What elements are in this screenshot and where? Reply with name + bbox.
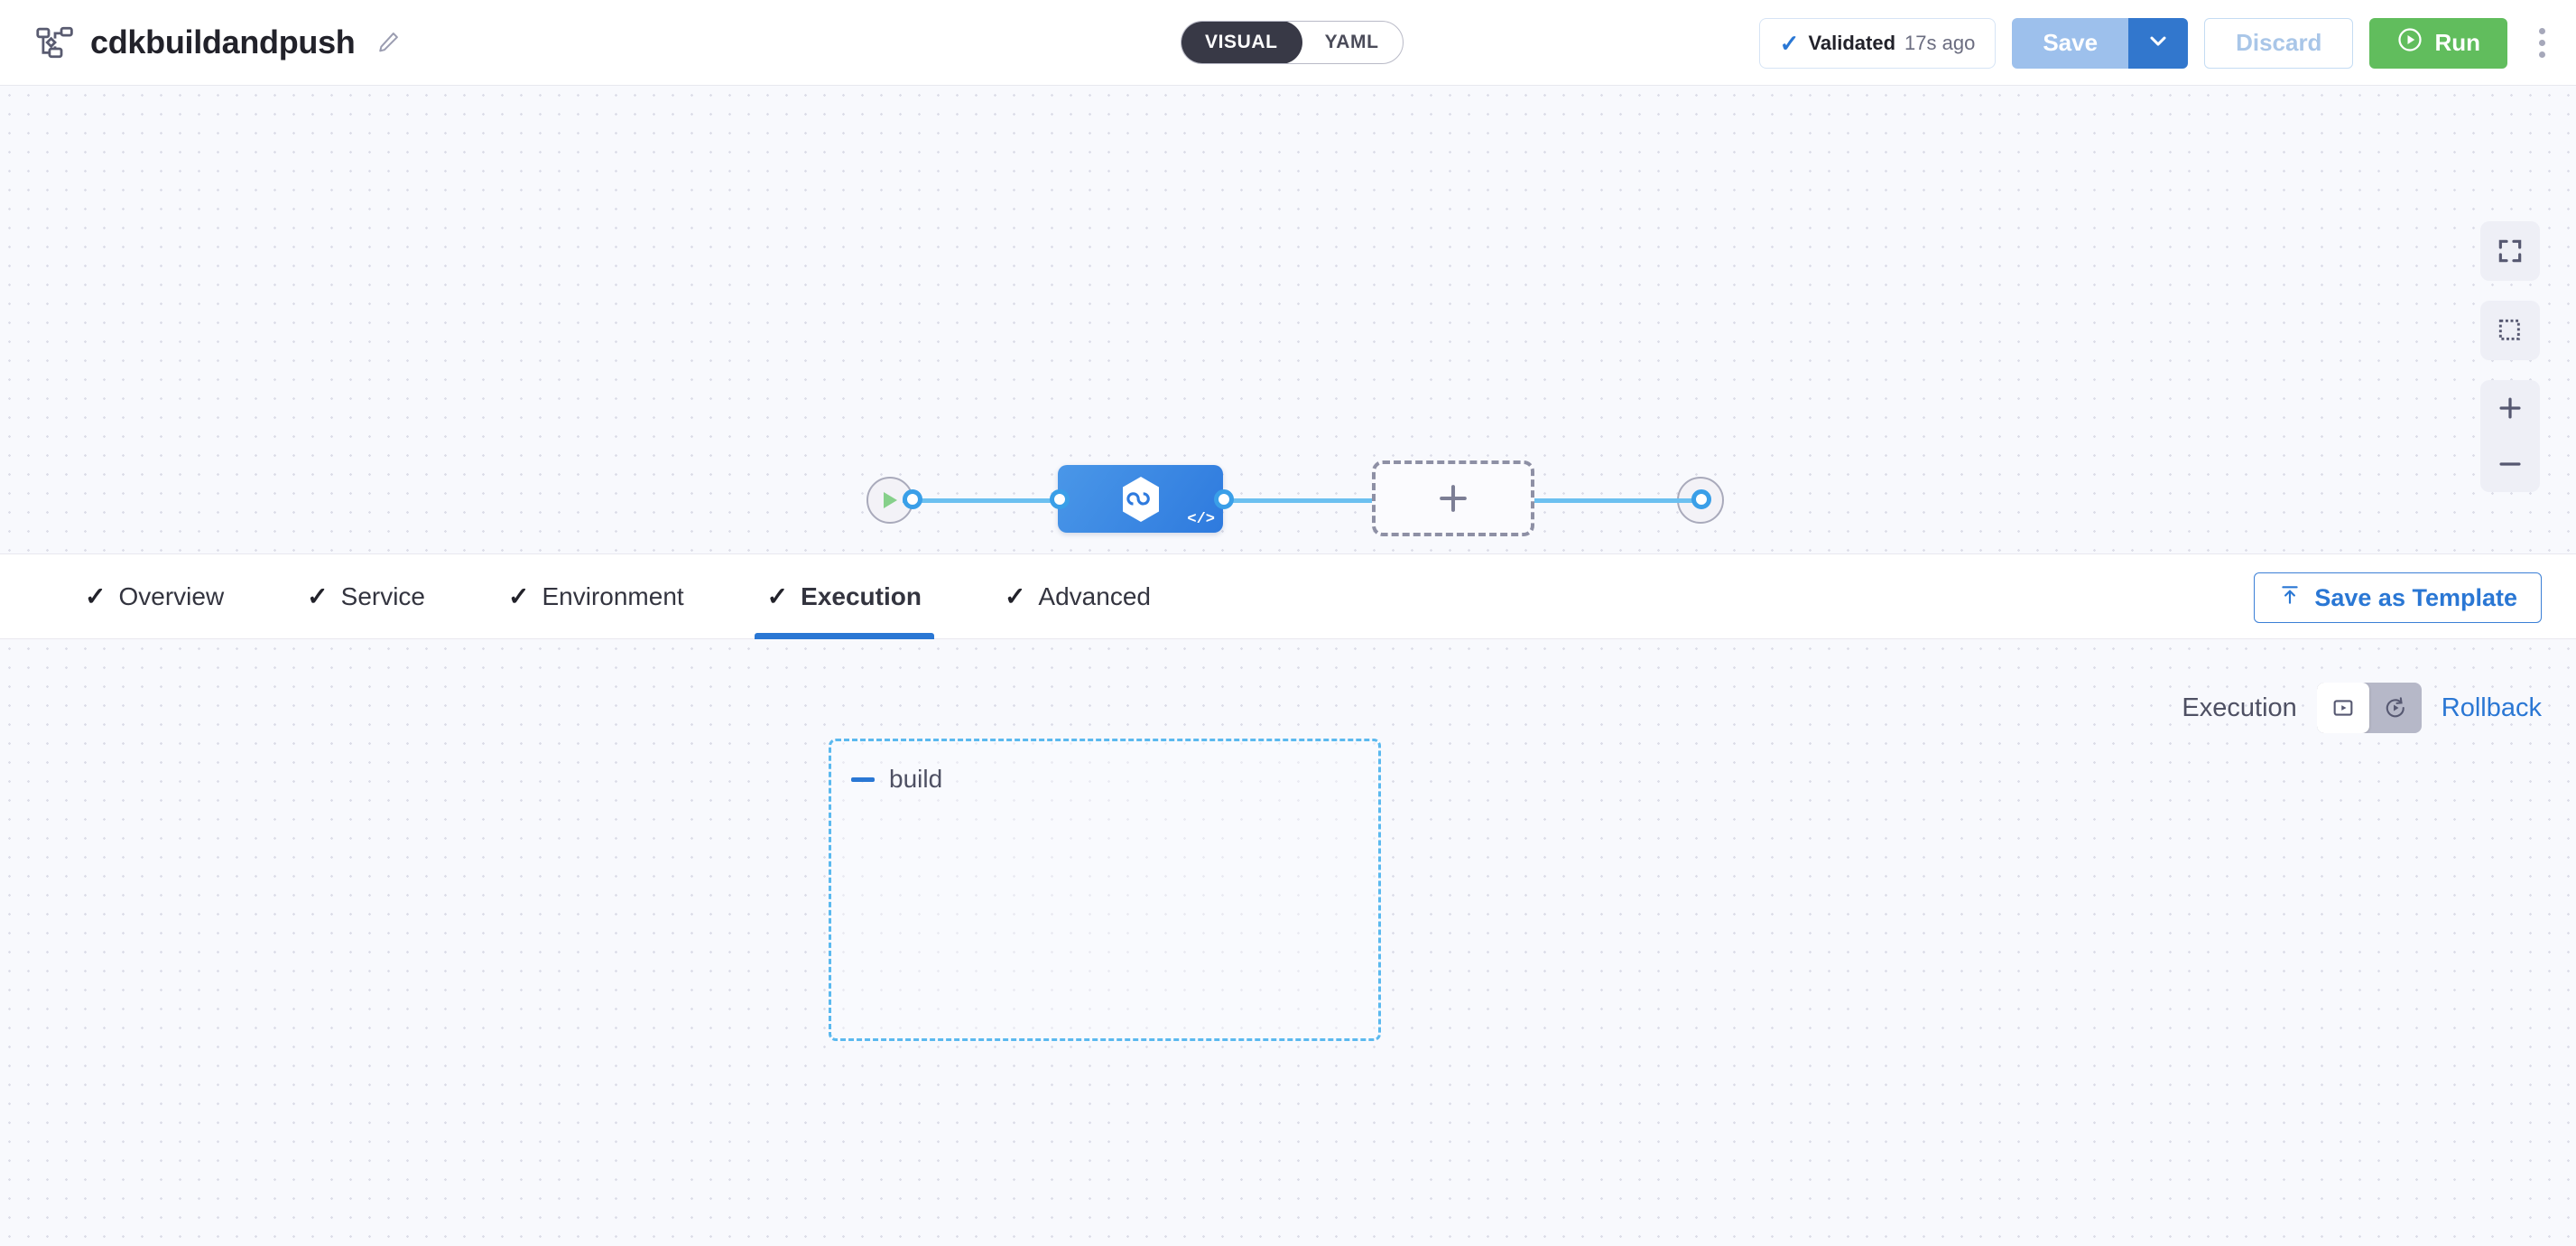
tab-visual[interactable]: VISUAL [1181,22,1302,63]
app-header: cdkbuildandpush VISUAL YAML ✓ Validated … [0,0,2576,86]
header-actions: ✓ Validated 17s ago Save Discard Run [1758,0,2560,86]
dashed-selection-icon [2498,319,2520,340]
execution-mode-row: Execution Rollback [2182,683,2542,733]
stage-output-port[interactable] [1214,489,1234,509]
minus-collapse-icon[interactable] [851,776,875,782]
edge-stage-to-addstage [1223,498,1372,503]
tab-execution[interactable]: ✓ Execution [726,554,963,639]
run-button[interactable]: Run [2369,17,2507,69]
rotate-play-icon [2386,697,2405,718]
play-circle-icon [2396,26,2423,60]
stage-code-badge: </> [1187,511,1215,528]
selection-box-button[interactable] [2480,301,2540,360]
plus-icon [1440,485,1467,512]
tab-overview[interactable]: ✓ Overview [43,554,265,639]
play-icon [884,492,897,508]
header-left-group: cdkbuildandpush [0,23,401,61]
tab-environment-label: Environment [542,581,684,610]
pipeline-config-tabs: ✓ Overview ✓ Service ✓ Environment ✓ Exe… [0,554,2576,639]
save-as-template-label: Save as Template [2314,583,2517,611]
stage-node-ckd[interactable]: </> [1058,465,1223,533]
tab-advanced[interactable]: ✓ Advanced [963,554,1192,639]
page-title: cdkbuildandpush [90,23,356,60]
step-group-name: build [889,765,943,793]
tab-service-label: Service [340,581,426,610]
more-vertical-icon[interactable] [2524,18,2560,69]
cd-infinity-hexagon-icon [1122,476,1159,522]
status-badge: ✓ Validated 17s ago [1758,17,1997,69]
save-as-template-button[interactable]: Save as Template [2254,572,2542,623]
tab-yaml[interactable]: YAML [1324,32,1379,52]
zoom-controls [2480,380,2540,492]
tab-execution-label: Execution [801,581,922,610]
plus-icon [2499,397,2521,419]
check-icon: ✓ [85,581,107,610]
rollback-view-button[interactable] [2369,683,2422,733]
play-in-box-icon [2333,700,2353,716]
zoom-in-button[interactable] [2480,380,2540,436]
check-icon: ✓ [766,581,789,610]
save-button[interactable]: Save [2012,17,2129,69]
rollback-link[interactable]: Rollback [2441,693,2542,722]
tab-advanced-label: Advanced [1038,581,1151,610]
pipeline-flow-icon [36,24,74,60]
upload-template-icon [2278,583,2302,613]
save-dropdown-button[interactable] [2128,17,2189,69]
zoom-out-button[interactable] [2480,436,2540,492]
tab-environment[interactable]: ✓ Environment [467,554,726,639]
tab-service[interactable]: ✓ Service [265,554,467,639]
stage-input-port[interactable] [1050,489,1070,509]
check-icon: ✓ [508,581,530,610]
chevron-down-icon [2145,28,2171,58]
edge-addstage-to-end [1534,498,1701,503]
stage-canvas[interactable]: </> ckd Add Stage [0,86,2576,554]
end-input-port[interactable] [1691,489,1711,509]
validated-status-text: Validated [1808,31,1896,54]
step-group-build[interactable]: build [829,739,1381,1041]
tab-overview-label: Overview [118,581,225,610]
run-button-label: Run [2434,29,2480,56]
execution-rollback-toggle[interactable] [2316,683,2422,733]
check-icon: ✓ [1004,581,1026,610]
canvas-controls [2480,221,2540,492]
execution-mode-label: Execution [2182,693,2297,722]
step-group-header: build [851,765,942,794]
expand-fullscreen-icon [2498,239,2522,263]
execution-view-button[interactable] [2316,683,2369,733]
start-output-port[interactable] [903,489,922,509]
save-button-group[interactable]: Save [2012,17,2189,69]
check-icon: ✓ [1779,29,1800,57]
edge-start-to-stage [903,498,1074,503]
view-mode-toggle[interactable]: VISUAL YAML [1181,21,1404,64]
minus-icon [2499,462,2521,466]
execution-canvas[interactable]: Execution Rollback build [0,639,2576,1246]
fit-to-screen-button[interactable] [2480,221,2540,281]
validated-timestamp: 17s ago [1904,31,1976,54]
check-icon: ✓ [307,581,329,610]
tab-list: ✓ Overview ✓ Service ✓ Environment ✓ Exe… [0,554,1192,639]
pencil-edit-icon[interactable] [372,30,401,55]
add-stage-button[interactable] [1372,460,1534,536]
discard-button[interactable]: Discard [2204,17,2354,69]
